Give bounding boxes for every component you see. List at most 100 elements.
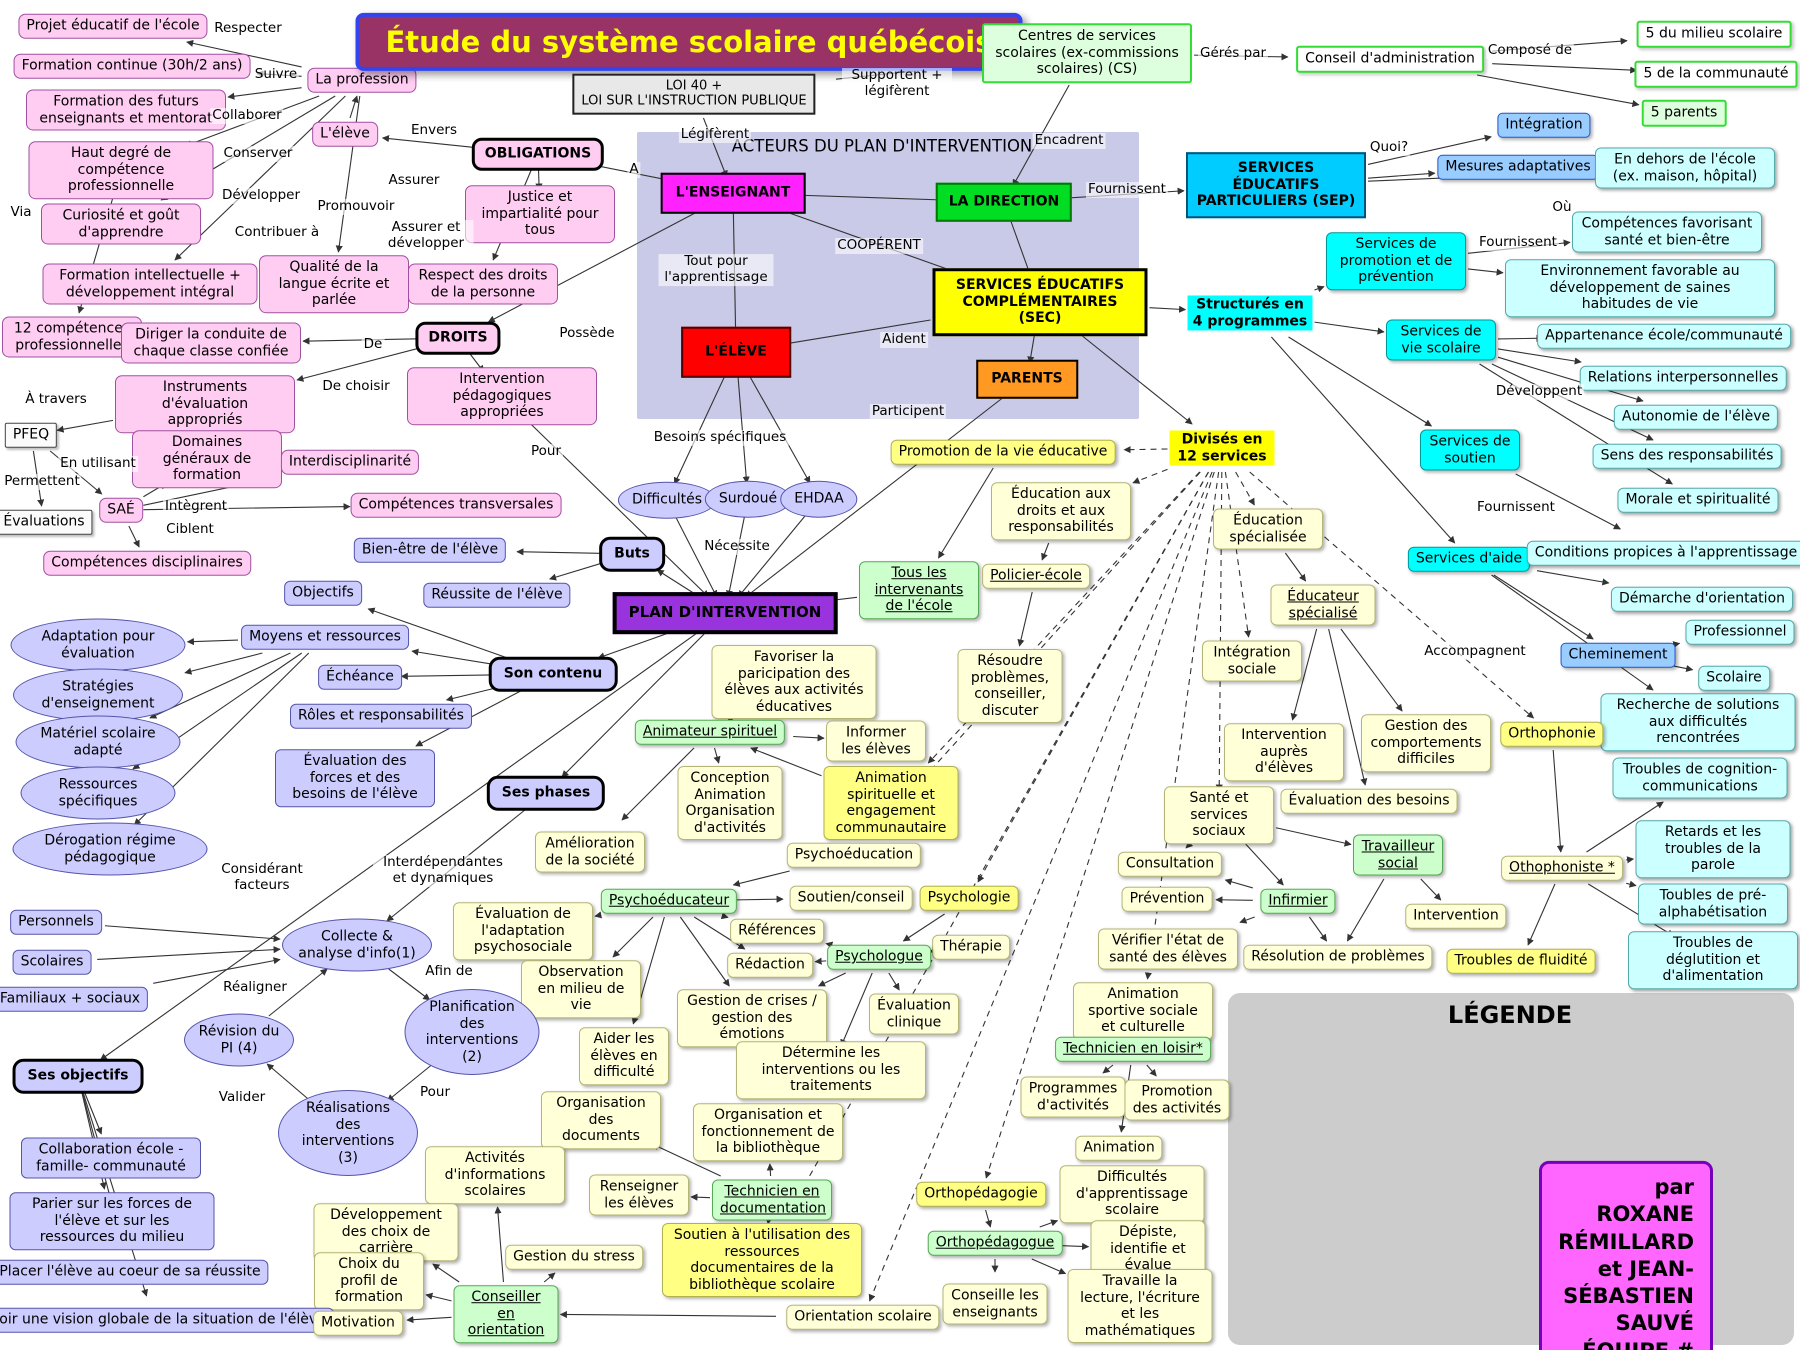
- edge-son_contenu-roles: [445, 686, 501, 702]
- node-activites_info: Activités d'informations scolaires: [425, 1146, 565, 1204]
- edge-structures4-serv_vie: [1314, 321, 1385, 335]
- node-amelioration: Amélioration de la société: [535, 831, 645, 873]
- label-lbl_de: De: [361, 336, 385, 353]
- edge-animateur-conception: [713, 747, 721, 764]
- label-lbl_assurer_dev: Assurer et développer: [378, 219, 474, 252]
- node-educ_droits: Éducation aux droits et aux responsabili…: [991, 482, 1131, 540]
- node-respect_droits: Respect des droits de la personne: [408, 263, 558, 305]
- node-favoriser: Favoriser la paricipation des élèves aux…: [711, 644, 877, 720]
- node-org_biblio: Organisation et fonctionnement de la bib…: [693, 1103, 843, 1161]
- node-motivation: Motivation: [313, 1310, 403, 1336]
- node-morale: Morale et spiritualité: [1617, 487, 1779, 513]
- edge-direction-sec: [1009, 217, 1033, 279]
- node-realisations: Réalisations des interventions (3): [278, 1089, 418, 1177]
- node-loi40: LOI 40 + LOI SUR L'INSTRUCTION PUBLIQUE: [572, 73, 816, 115]
- label-lbl_quoi: Quoi?: [1367, 139, 1411, 156]
- edge-psychologue-gestion_crises: [817, 972, 846, 987]
- edge-collecte-planification: [388, 968, 431, 1001]
- label-lbl_legiferent: Légifèrent: [678, 126, 752, 143]
- node-eval_forces: Évaluation des forces et des besoins de …: [275, 749, 435, 807]
- node-serv_soutien: Services de soutien: [1420, 429, 1520, 471]
- edge-trav_social-intervention_y: [1420, 878, 1442, 901]
- edge-buts-bien_etre: [516, 548, 606, 556]
- edge-psychoeducateur-gestion_crises: [679, 916, 730, 987]
- node-eleve: L'ÉLÈVE: [681, 326, 791, 378]
- node-conseille_ens: Conseille les enseignants: [942, 1283, 1048, 1325]
- node-diriger: Diriger la conduite de chaque classe con…: [121, 322, 301, 364]
- node-integration_soc: Intégration sociale: [1202, 640, 1302, 682]
- edge-parents-plan: [745, 394, 1007, 598]
- node-legende_title: LÉGENDE: [1447, 1000, 1573, 1029]
- edge-orthophonie-orthophoniste: [1552, 749, 1564, 853]
- edge-educateur_spec-gestion_comp: [1340, 628, 1403, 712]
- edge-psychologue-eval_clinique: [888, 972, 900, 991]
- node-familiaux: Familiaux + sociaux: [0, 986, 149, 1012]
- node-sante_serv: Santé et services sociaux: [1164, 786, 1274, 844]
- edge-animateur-informer: [793, 734, 825, 742]
- edge-conseiller_or-activites_info: [494, 1206, 505, 1283]
- edge-psychoeducateur-redaction: [693, 916, 746, 950]
- node-conseil: Conseil d'administration: [1296, 45, 1484, 73]
- edge-serv_vie-autonomie: [1497, 356, 1644, 403]
- node-adaptation_eval: Adaptation pour évaluation: [10, 618, 186, 672]
- edge-psychoeducateur-observation: [612, 916, 654, 958]
- node-divises12: Divisés en 12 services: [1169, 430, 1275, 466]
- edge-infirmier-resolution: [1308, 916, 1328, 942]
- node-collaboration: Collaboration école - famille- communaut…: [21, 1137, 201, 1179]
- node-structures4: Structurés en 4 programmes: [1187, 295, 1313, 331]
- edge-sec-divises12: [1069, 325, 1193, 425]
- node-serv_promotion: Services de promotion et de prévention: [1326, 232, 1466, 290]
- node-son_contenu: Son contenu: [488, 656, 618, 692]
- node-informer: Informer les élèves: [826, 720, 926, 762]
- edge-son_contenu-echeance: [400, 672, 501, 680]
- edge-moyens-adaptation_eval: [186, 638, 239, 646]
- node-soutien_conseil: Soutien/conseil: [789, 885, 913, 911]
- edge-divises12-educ_spec: [1235, 471, 1255, 506]
- edge-psychoeducateur-soutien_conseil: [736, 895, 784, 903]
- edge-divises12-animation_sport: [1144, 471, 1220, 980]
- node-tech_loisir: Technicien en loisir*: [1055, 1036, 1211, 1062]
- label-lbl_supportent: Supportent + légifèrent: [842, 67, 952, 100]
- edge-tech_loisir-promo_activites: [1146, 1064, 1157, 1077]
- node-strategies: Stratégies d'enseignement: [13, 668, 183, 722]
- edge-educ_spec-educateur_spec: [1284, 552, 1307, 582]
- label-lbl_pour2: Pour: [417, 1084, 453, 1101]
- node-aider: Aider les élèves en difficulté: [579, 1027, 669, 1085]
- node-interdisciplinarite: Interdisciplinarité: [280, 449, 420, 475]
- edge-divises12-integration_soc: [1224, 471, 1252, 638]
- node-conception: Conception Animation Organisation d'acti…: [677, 765, 783, 841]
- node-interv_aupres: Intervention auprès d'élèves: [1224, 723, 1344, 781]
- label-lbl_valider: Valider: [216, 1089, 268, 1106]
- edge-divises12-orthopedagogie: [984, 471, 1215, 1179]
- node-en_dehors: En dehors de l'école (ex. maison, hôpita…: [1595, 147, 1775, 189]
- node-orthophonie: Orthophonie: [1500, 721, 1604, 747]
- label-lbl_conserver: Conserver: [221, 145, 295, 162]
- edge-conseiller_or-dev_choix: [432, 1263, 460, 1283]
- edge-serv_vie-appartenance: [1497, 334, 1544, 342]
- node-psychoeducation: Psychoéducation: [786, 842, 922, 868]
- node-gestion_crises: Gestion de crises / gestion des émotions: [677, 989, 827, 1047]
- label-lbl_besoins: Besoins spécifiques: [651, 429, 789, 446]
- node-travaille: Travaille la lecture, l'écriture et les …: [1067, 1268, 1213, 1344]
- node-competences12: 12 compétences professionnelles: [2, 316, 142, 358]
- node-comp_disciplinaires: Compétences disciplinaires: [43, 550, 251, 576]
- node-eval_adaptation: Évaluation de l'adaptation psychosociale: [453, 902, 593, 960]
- edge-divises12-orthophonie: [1249, 471, 1535, 719]
- label-lbl_acteurs: ACTEURS DU PLAN D'INTERVENTION: [731, 136, 1033, 156]
- edge-tech_doc-renseigner: [690, 1193, 711, 1201]
- edge-psychologue-determine: [840, 972, 873, 1047]
- edge-structures4-serv_promotion: [1314, 285, 1325, 293]
- node-troubles_flu: Troubles de fluidité: [1446, 948, 1596, 974]
- node-bien_etre: Bien-être de l'élève: [353, 537, 507, 563]
- node-promotion_vie: Promotion de la vie éducative: [890, 439, 1116, 465]
- node-gestion_stress: Gestion du stress: [505, 1244, 643, 1270]
- edge-serv_aide-cheminement: [1493, 574, 1594, 640]
- node-choix_profil: Choix du profil de formation: [314, 1252, 424, 1310]
- node-eval_clinique: Évaluation clinique: [869, 993, 959, 1035]
- label-lbl_cooperent: COOPÉRENT: [835, 237, 923, 254]
- label-lbl_via: Via: [8, 204, 34, 221]
- label-lbl_integrent: Intègrent: [162, 498, 230, 515]
- edge-educateur_spec-eval_besoins: [1328, 628, 1368, 786]
- edge-sae-comp_disciplinaires: [128, 525, 140, 548]
- node-conseiller_or: Conseiller en orientation: [453, 1285, 559, 1343]
